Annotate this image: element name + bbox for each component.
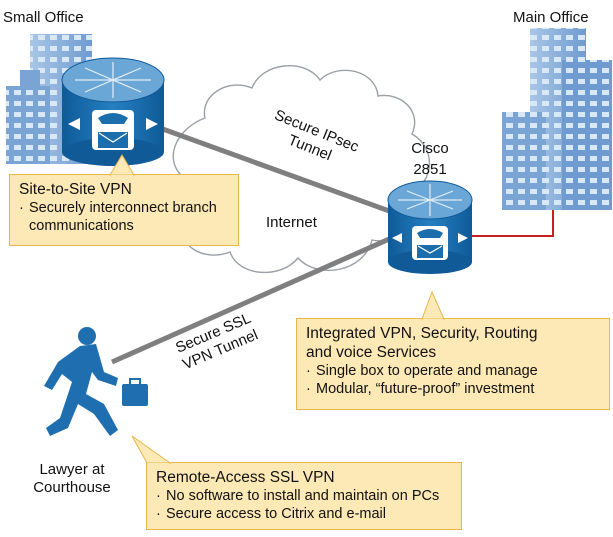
main-office-label: Main Office [513, 9, 589, 26]
ipsec-tunnel-line [159, 125, 393, 215]
integrated-services-callout: Integrated VPN, Security, Routing and vo… [296, 318, 610, 410]
remote-access-callout: Remote-Access SSL VPN ·No software to in… [146, 462, 462, 530]
list-item: ·Secure access to Citrix and e-mail [156, 506, 386, 522]
lawyer-person-icon [44, 327, 148, 436]
integrated-title-line-2: and voice Services [306, 344, 437, 361]
internet-label: Internet [266, 214, 317, 231]
site-to-site-bullets: · Securely interconnect branch communica… [19, 199, 229, 235]
router-name-line-1: Cisco [411, 140, 449, 157]
list-item: ·Single box to operate and manage [306, 363, 538, 379]
site-to-site-title: Site-to-Site VPN [19, 181, 132, 198]
list-item: ·Modular, “future-proof” investment [306, 381, 535, 397]
remote-access-title: Remote-Access SSL VPN [156, 469, 335, 486]
lawyer-line-1: Lawyer at [39, 461, 105, 478]
lawyer-line-2: Courthouse [33, 479, 111, 496]
list-item: ·No software to install and maintain on … [156, 488, 440, 504]
small-office-label: Small Office [3, 9, 84, 26]
integrated-title-line-1: Integrated VPN, Security, Routing [306, 325, 538, 342]
remote-access-bullets: ·No software to install and maintain on … [156, 487, 452, 523]
lawyer-label: Lawyer at Courthouse [22, 461, 122, 497]
integrated-bullet-1: Single box to operate and manage [316, 363, 538, 379]
router-name-line-2: 2851 [413, 161, 447, 178]
remote-access-bullet-2: Secure access to Citrix and e-mail [166, 506, 386, 522]
cisco-2851-router-icon [387, 180, 473, 274]
ssl-tunnel-line [110, 233, 398, 365]
site-to-site-bullet-1: Securely interconnect branch communicati… [29, 200, 217, 234]
site-to-site-callout: Site-to-Site VPN · Securely interconnect… [9, 174, 239, 246]
integrated-bullets: ·Single box to operate and manage ·Modul… [306, 362, 600, 398]
remote-access-bullet-1: No software to install and maintain on P… [166, 488, 440, 504]
list-item: · Securely interconnect branch communica… [19, 199, 229, 235]
small-office-router-icon [61, 57, 165, 166]
integrated-bullet-2: Modular, “future-proof” investment [316, 381, 535, 397]
router-name-label: Cisco 2851 [402, 140, 458, 179]
main-office-building-icon [502, 28, 612, 210]
lan-link-line [468, 205, 554, 237]
